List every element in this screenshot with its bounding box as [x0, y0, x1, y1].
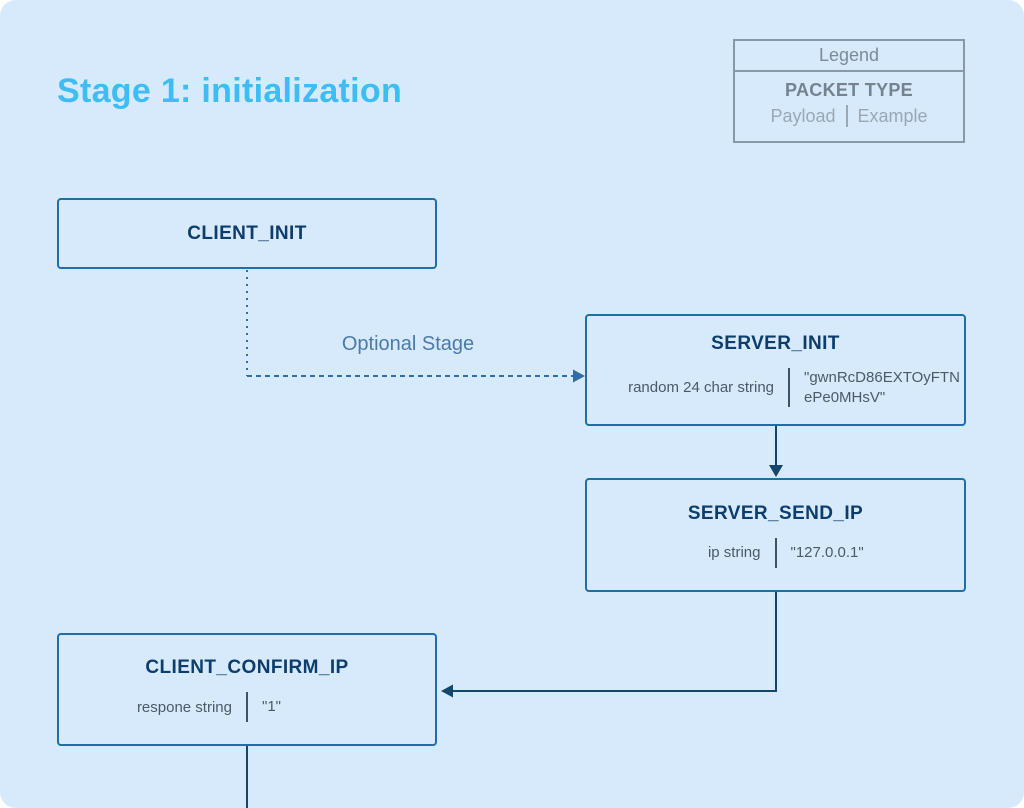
legend-packet-type-label: PACKET TYPE — [785, 80, 913, 100]
connector-send-ip-to-confirm-ip — [453, 591, 777, 692]
arrowhead-right-icon — [573, 369, 585, 383]
legend-header: Legend — [735, 41, 963, 72]
legend: Legend PACKET TYPE Payload Example — [733, 39, 965, 143]
node-client-confirm-ip: CLIENT_CONFIRM_IP respone string "1" — [57, 633, 437, 746]
legend-payload-label: Payload — [770, 105, 836, 126]
payload-example: "1" — [262, 698, 281, 716]
payload-row: ip string "127.0.0.1" — [587, 537, 964, 568]
node-client-init: CLIENT_INIT — [57, 198, 437, 269]
payload-label: ip string — [707, 544, 761, 561]
page-title: Stage 1: initialization — [57, 72, 403, 110]
payload-example: "gwnRcD86EXTOyFTNePe0MHsV" — [804, 369, 960, 406]
legend-separator-bar — [845, 105, 848, 127]
payload-row: random 24 char string "gwnRcD86EXTOyFTNe… — [587, 368, 964, 407]
payload-divider-bar — [246, 692, 248, 722]
payload-divider-bar — [774, 537, 777, 568]
legend-example-label: Example — [857, 105, 928, 126]
node-title: CLIENT_INIT — [187, 222, 307, 244]
payload-label: random 24 char string — [628, 379, 774, 396]
legend-body: PACKET TYPE Payload Example — [735, 72, 963, 127]
node-title: CLIENT_CONFIRM_IP — [145, 657, 349, 678]
payload-divider-bar — [788, 368, 790, 407]
payload-example: "127.0.0.1" — [790, 543, 864, 561]
optional-stage-label: Optional Stage — [341, 333, 475, 355]
arrowhead-left-icon — [441, 684, 453, 698]
node-title: SERVER_SEND_IP — [687, 502, 864, 524]
payload-row: respone string "1" — [59, 692, 435, 722]
arrowhead-down-icon — [769, 465, 783, 477]
node-title: SERVER_INIT — [711, 333, 840, 354]
node-server-send-ip: SERVER_SEND_IP ip string "127.0.0.1" — [585, 478, 966, 592]
legend-format-row: Payload Example — [735, 105, 963, 127]
node-server-init: SERVER_INIT random 24 char string "gwnRc… — [585, 314, 966, 426]
payload-label: respone string — [136, 698, 232, 716]
